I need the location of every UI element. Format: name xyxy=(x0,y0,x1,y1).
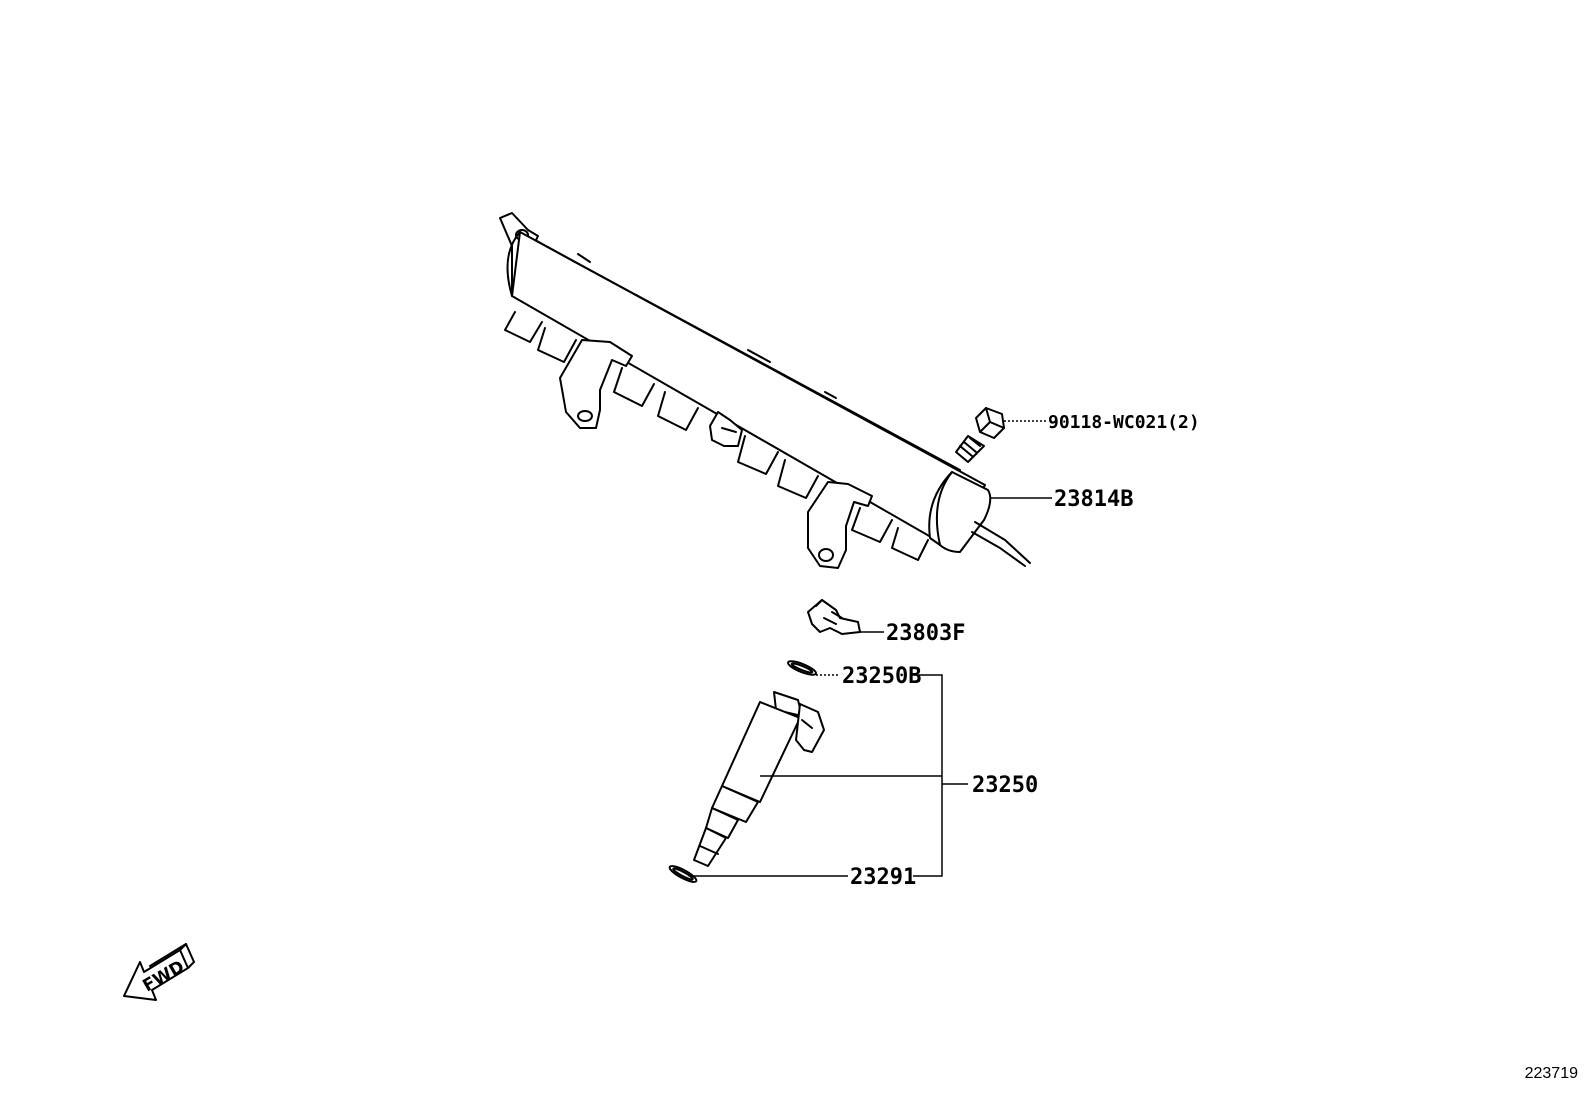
fuel-injector-drawing xyxy=(693,691,825,867)
bolt-drawing xyxy=(955,407,1005,463)
clip-drawing xyxy=(807,599,861,635)
leader-lines xyxy=(694,420,1052,877)
injector-assy-part-number: 23250 xyxy=(972,773,1038,798)
fwd-arrow-icon: FWD xyxy=(123,943,195,1001)
fuel-rail-drawing xyxy=(499,212,1031,569)
reference-number: 223719 xyxy=(1524,1065,1578,1082)
lower-seal-drawing xyxy=(668,865,698,883)
fuel-rail-part-number: 23814B xyxy=(1054,487,1133,512)
upper-oring-part-number: 23250B xyxy=(842,664,921,689)
clip-part-number: 23803F xyxy=(886,621,965,646)
bolt-part-number: 90118-WC021(2) xyxy=(1048,412,1200,433)
upper-oring-drawing xyxy=(787,660,817,676)
lower-seal-part-number: 23291 xyxy=(850,865,916,890)
